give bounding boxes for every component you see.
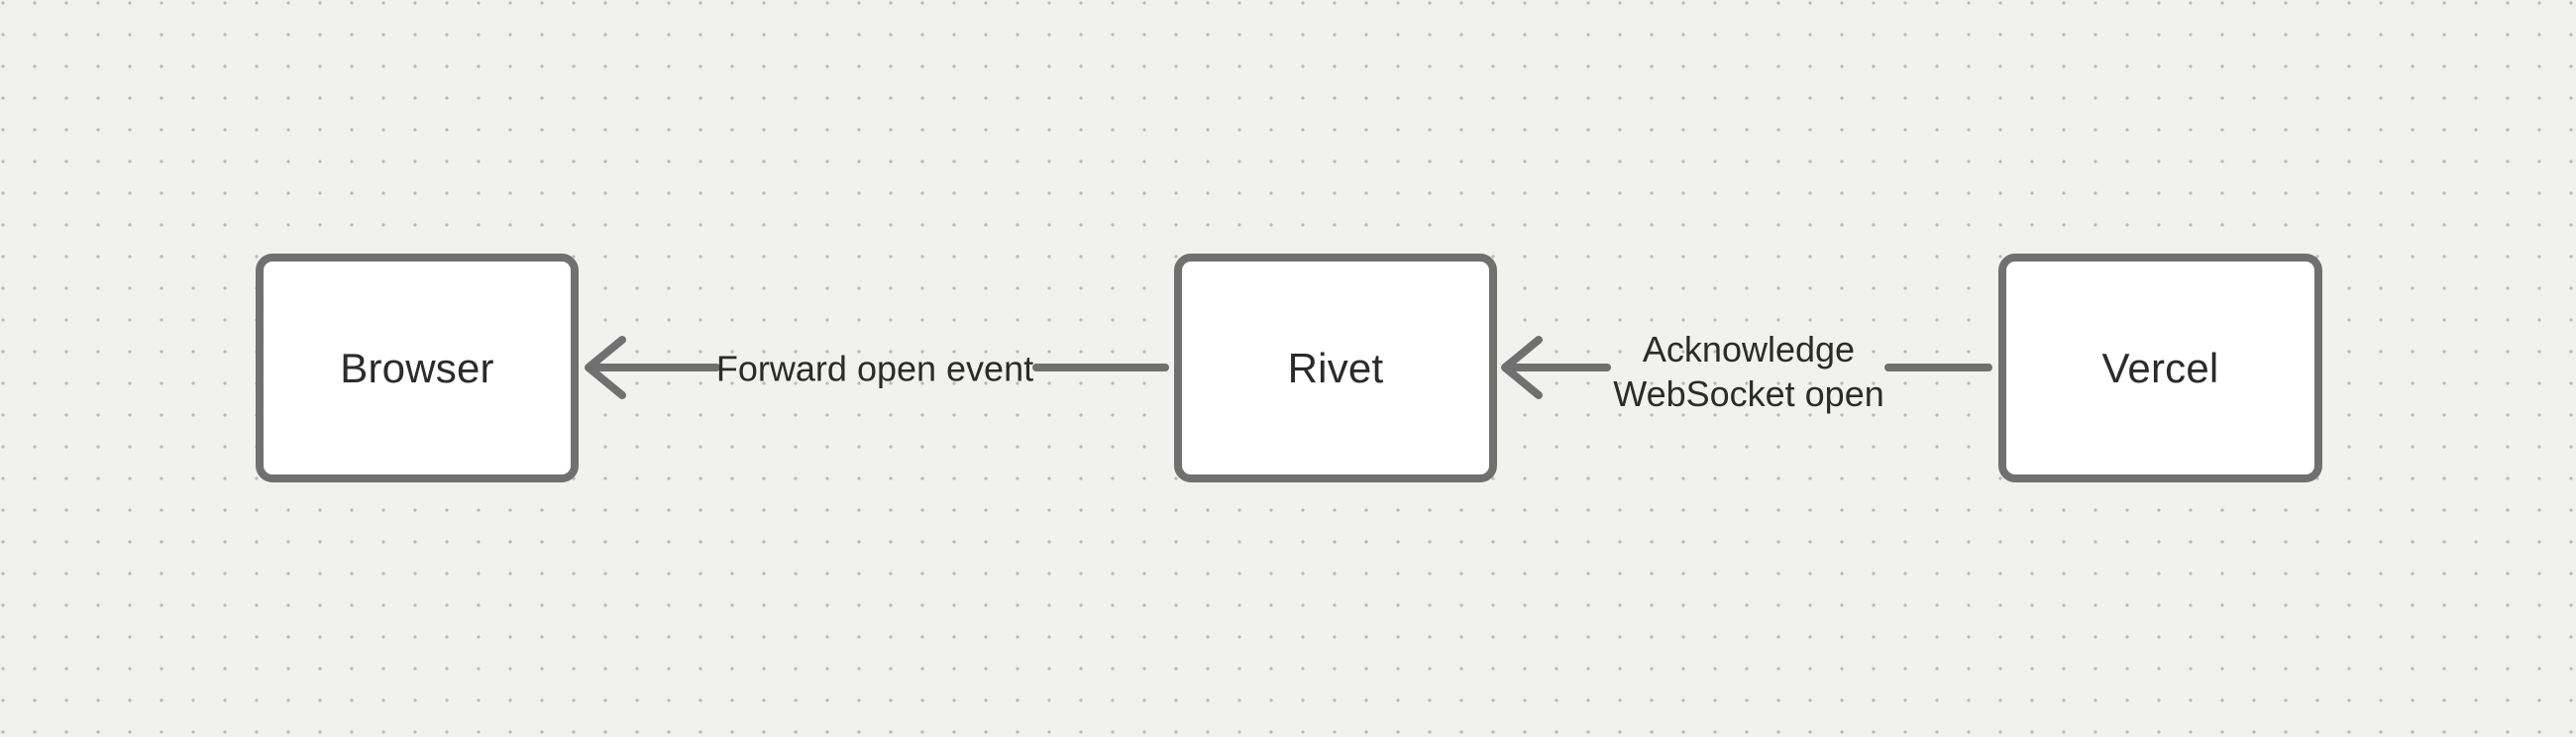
node-vercel: Vercel (1998, 254, 2322, 482)
arrowhead-left-icon (1501, 336, 1543, 399)
arrowhead-left-icon (585, 336, 626, 399)
node-label: Vercel (2101, 344, 2219, 391)
node-label: Browser (340, 344, 494, 391)
node-rivet: Rivet (1174, 254, 1497, 482)
edge-label-forward-open-event: Forward open event (715, 348, 1034, 389)
node-browser: Browser (256, 254, 579, 482)
node-label: Rivet (1287, 344, 1384, 391)
edge-label-acknowledge-websocket-open: Acknowledge WebSocket open (1613, 329, 1884, 414)
